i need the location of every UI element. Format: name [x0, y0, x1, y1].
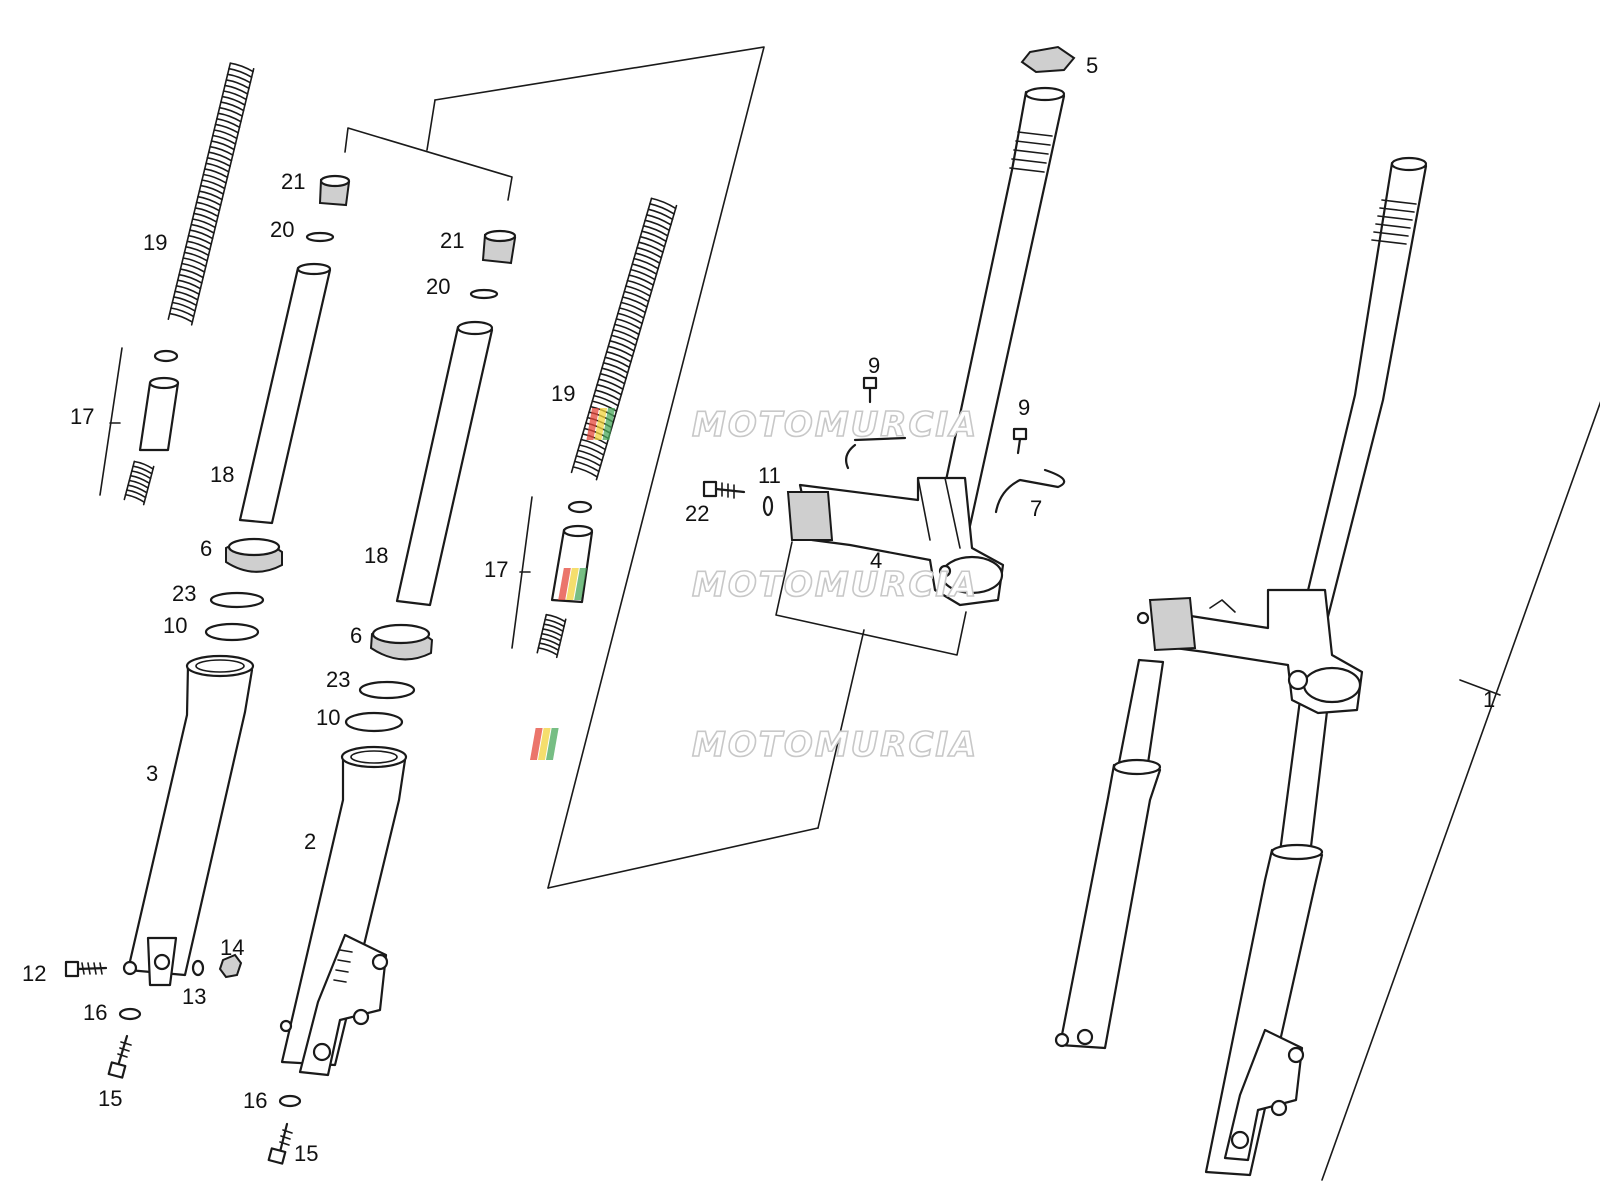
- label-part-1: 1: [1483, 687, 1495, 712]
- label-part-5: 5: [1086, 53, 1098, 78]
- label-part-6-right: 6: [350, 623, 362, 648]
- clip-23-right: [358, 680, 416, 700]
- label-part-9-right: 9: [1018, 395, 1030, 420]
- label-part-18-right: 18: [364, 543, 388, 568]
- spring-19-left: [167, 62, 255, 326]
- washer-16-left: [118, 1007, 142, 1021]
- watermark-text: MOTOMURCIA: [692, 405, 978, 445]
- watermark-instance: MOTOMURCIA: [586, 404, 978, 446]
- label-part-7: 7: [1030, 496, 1042, 521]
- label-part-4: 4: [870, 548, 882, 573]
- bolt-12: [64, 960, 108, 978]
- watermark-text: MOTOMURCIA: [692, 725, 978, 765]
- label-part-19-right: 19: [551, 381, 575, 406]
- label-part-23-right: 23: [326, 667, 350, 692]
- seal-10-right: [344, 711, 404, 733]
- label-part-2: 2: [304, 829, 316, 854]
- label-part-22: 22: [685, 501, 709, 526]
- label-part-3: 3: [146, 761, 158, 786]
- label-part-9-upper: 9: [868, 353, 880, 378]
- spring-coil: [168, 62, 254, 323]
- dust-seal-6-right: [369, 623, 434, 661]
- watermark-stripe: [566, 568, 579, 600]
- label-part-6-left: 6: [200, 536, 212, 561]
- label-part-17-left: 17: [70, 404, 94, 429]
- label-part-18-left: 18: [210, 462, 234, 487]
- watermark-motomurcia: MOTOMURCIA MOTOMURCIA MOTOMURCIA: [529, 404, 978, 766]
- label-part-11: 11: [758, 463, 781, 488]
- spring-coil: [124, 460, 154, 503]
- spacer-17-left: [123, 349, 180, 506]
- spring-coil: [537, 613, 566, 656]
- label-part-10-right: 10: [316, 705, 340, 730]
- clip-23-left: [209, 591, 265, 609]
- label-part-21-right: 21: [440, 228, 464, 253]
- label-part-20-right: 20: [426, 274, 450, 299]
- bolt-9-upper: [862, 376, 878, 404]
- label-part-17-right: 17: [484, 557, 508, 582]
- watermark-instance: MOTOMURCIA: [529, 724, 978, 766]
- watermark-text: MOTOMURCIA: [692, 565, 978, 605]
- fork-tube-18-left: [238, 262, 332, 525]
- lower-triple-clamp-4: [786, 476, 1005, 607]
- tube-bracket: [344, 127, 513, 201]
- washer-11: [762, 495, 774, 517]
- label-part-15-left: 15: [98, 1086, 122, 1111]
- label-part-19-left: 19: [143, 230, 167, 255]
- spring-outline: [123, 460, 155, 506]
- spring-outline: [536, 613, 567, 659]
- wire-clip-7: [994, 468, 1066, 514]
- label-part-10-left: 10: [163, 613, 187, 638]
- spring-outline: [167, 62, 255, 326]
- oring-20-left: [305, 231, 335, 243]
- label-part-20-left: 20: [270, 217, 294, 242]
- label-part-23-left: 23: [172, 581, 196, 606]
- group-frame-right: [434, 46, 765, 889]
- bolt-15-right: [267, 1122, 293, 1165]
- label-part-16-left: 16: [83, 1000, 107, 1025]
- oring-20-right: [469, 288, 499, 300]
- label-part-12: 12: [22, 961, 46, 986]
- watermark-instance: MOTOMURCIA: [558, 564, 978, 606]
- fork-slider-2: [279, 745, 408, 1077]
- group-bracket-lines: [99, 46, 1600, 1181]
- watermark-stripe: [537, 728, 551, 760]
- label-part-13: 13: [182, 984, 206, 1009]
- clamp-leader: [817, 629, 865, 829]
- clamp-bracket: [775, 541, 967, 656]
- watermark-stripe: [545, 728, 559, 760]
- label-part-15-right: 15: [294, 1141, 318, 1166]
- label-part-21-left: 21: [281, 169, 305, 194]
- group-frame-bottom: [547, 827, 819, 889]
- fork-tube-18-right: [395, 320, 494, 607]
- watermark-stripe: [558, 568, 571, 600]
- bolt-9-right: [1012, 427, 1028, 455]
- watermark-stripe: [574, 568, 587, 600]
- cap-21-right: [481, 229, 517, 265]
- assembly-line-1: [1321, 401, 1600, 1181]
- assembled-fork-1: [1054, 156, 1428, 1177]
- watermark-stripe: [529, 728, 543, 760]
- watermark-stripe: [602, 408, 616, 440]
- label-part-14: 14: [220, 935, 244, 960]
- bracket-17-left: [99, 347, 123, 496]
- nut-14: [218, 953, 243, 979]
- seal-10-left: [204, 622, 260, 642]
- dust-seal-6-left: [225, 537, 283, 573]
- callout-labels: 1 2 3 4 5 6 6 7 9 9 10 10 11 12 13 14 15…: [22, 53, 1495, 1166]
- watermark-stripe: [594, 408, 608, 440]
- nut-5: [1020, 45, 1076, 74]
- label-part-16-right: 16: [243, 1088, 267, 1113]
- washer-16-right: [278, 1094, 302, 1108]
- bolt-15-left: [107, 1034, 132, 1079]
- fork-slider-3: [122, 654, 255, 987]
- wire-clip-8: [845, 436, 907, 470]
- steering-stem: [933, 86, 1066, 537]
- washer-13: [191, 959, 205, 977]
- bolt-22: [702, 480, 746, 499]
- group-frame-stem: [426, 99, 436, 151]
- watermark-stripe: [586, 408, 600, 440]
- cap-21-left: [318, 174, 351, 207]
